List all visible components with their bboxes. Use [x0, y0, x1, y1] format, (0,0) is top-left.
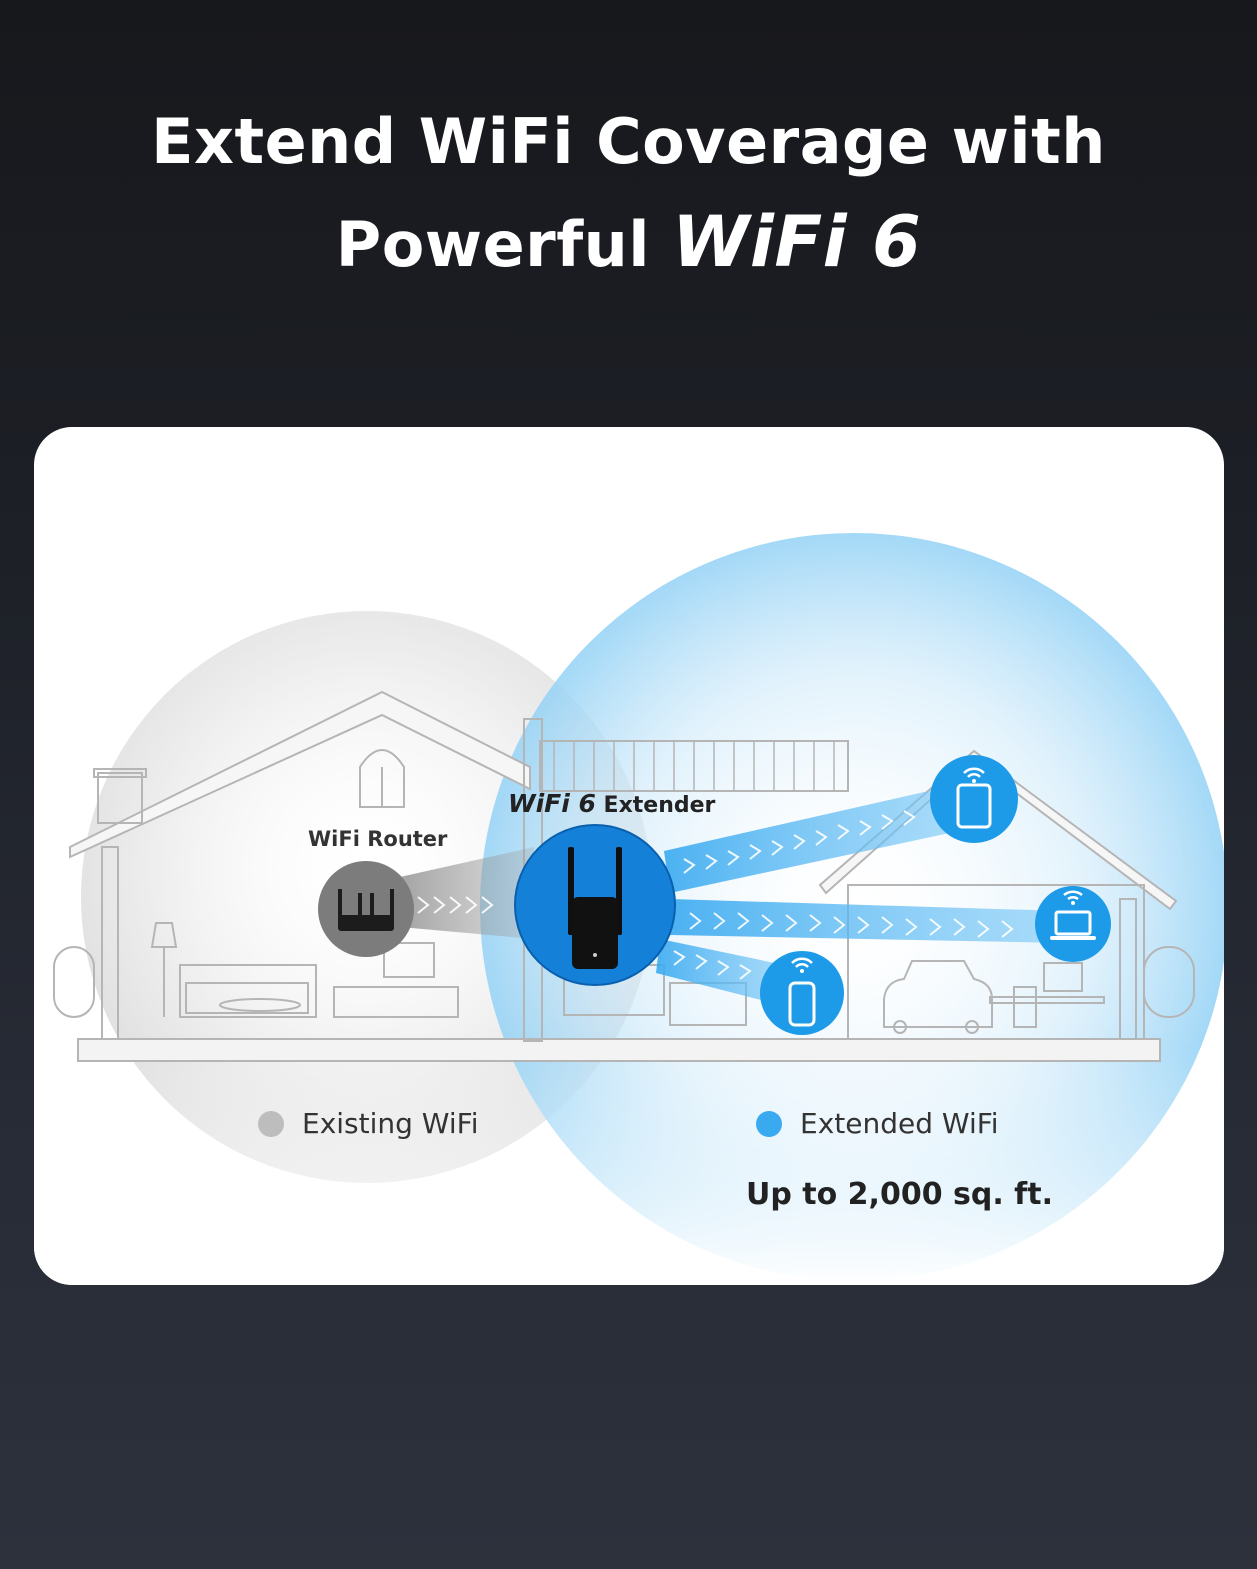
wifi-extender [514, 824, 676, 986]
extended-wifi-dot-icon [756, 1110, 782, 1137]
headline-line-2-prefix: Powerful [335, 208, 673, 281]
router-signal-beam [400, 847, 534, 939]
beam-chevrons [417, 810, 1014, 980]
phone-device [760, 951, 844, 1035]
headline: Extend WiFi Coverage with Powerful WiFi … [0, 92, 1257, 295]
headline-line-2: Powerful WiFi 6 [0, 192, 1257, 295]
phone-signal-beam [656, 939, 794, 1007]
coverage-area-text: Up to 2,000 sq. ft. [746, 1177, 1053, 1212]
coverage-diagram-card: WiFi Router WiFi 6 Extender Existing WiF… [34, 427, 1224, 1285]
legend-existing-label: Existing WiFi [302, 1107, 479, 1140]
existing-wifi-dot-icon [258, 1110, 284, 1137]
extender-wifi6-emphasis: WiFi 6 [508, 789, 596, 818]
extender-label-suffix: Extender [595, 793, 716, 818]
headline-wifi6-emphasis: WiFi 6 [672, 201, 922, 283]
laptop-device [1035, 886, 1111, 962]
wifi-extender-label: WiFi 6 Extender [508, 789, 715, 818]
tablet-device [930, 755, 1018, 843]
headline-line-1: Extend WiFi Coverage with [151, 105, 1106, 178]
wifi-router-label: WiFi Router [308, 827, 448, 851]
coverage-diagram [34, 533, 1224, 1285]
wifi-router [318, 861, 414, 957]
legend-extended-wifi: Extended WiFi [756, 1107, 999, 1140]
legend-existing-wifi: Existing WiFi [258, 1107, 479, 1140]
tablet-signal-beam [664, 783, 968, 893]
laptop-signal-beam [670, 899, 1064, 943]
legend-extended-label: Extended WiFi [800, 1107, 999, 1140]
